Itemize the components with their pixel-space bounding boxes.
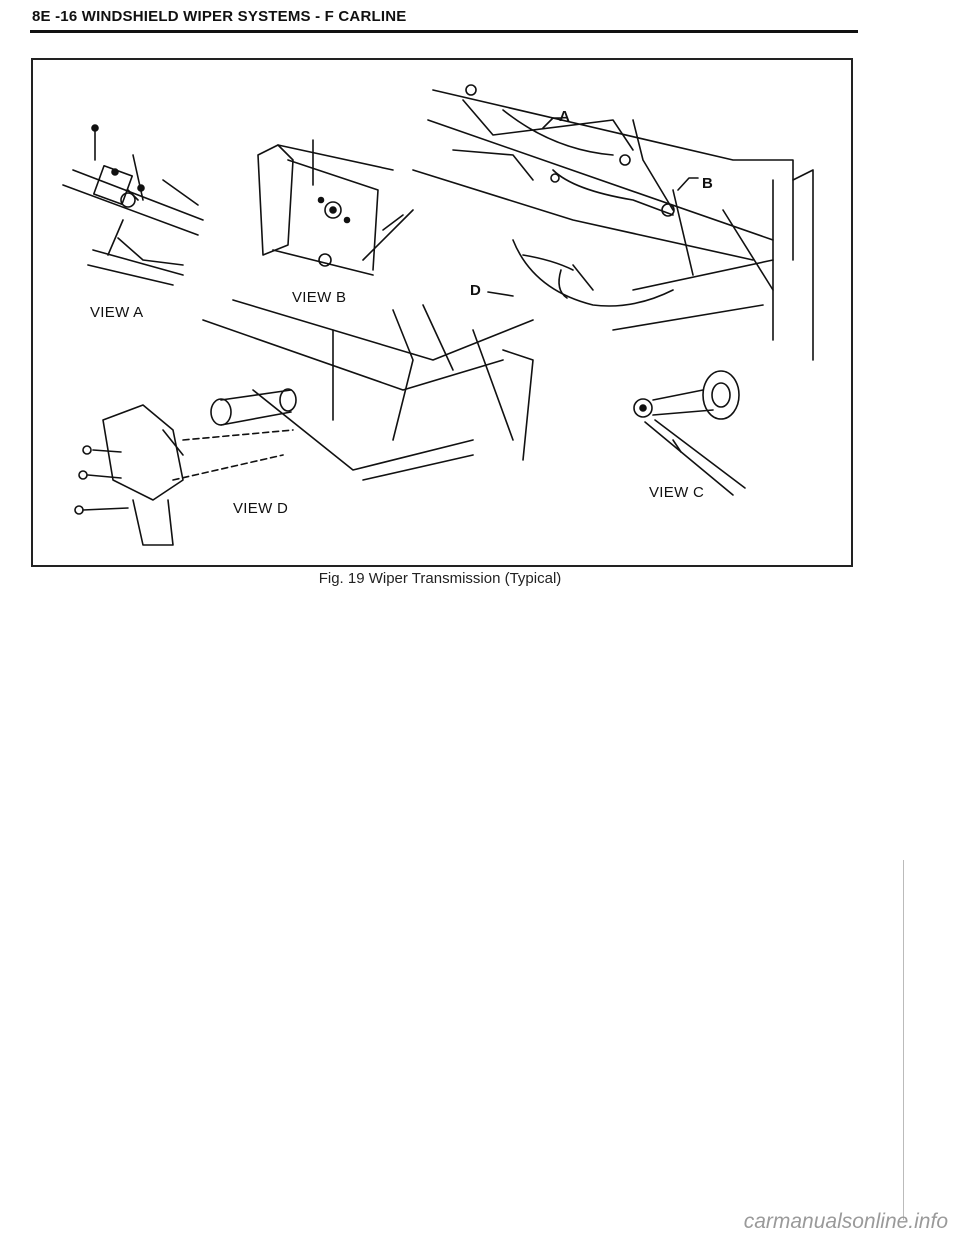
callout-b: B — [702, 175, 713, 192]
figure-caption: Fig. 19 Wiper Transmission (Typical) — [318, 570, 562, 587]
view-a-detail — [62, 124, 204, 286]
label-view-d: VIEW D — [233, 500, 289, 517]
label-view-a: VIEW A — [90, 304, 144, 321]
callout-d: D — [470, 282, 481, 299]
view-b-detail — [257, 139, 414, 276]
header-rule — [30, 30, 858, 33]
label-view-b: VIEW B — [292, 289, 347, 306]
watermark: carmanualsonline.info — [743, 1210, 948, 1233]
view-c-detail — [633, 370, 746, 496]
figure-frame: A B D VIEW A VIEW B VIEW C VIEW D — [31, 58, 853, 567]
main-vehicle-view — [412, 84, 814, 361]
callout-b-leader — [677, 177, 699, 191]
callout-d-leader — [487, 291, 514, 297]
view-d-detail — [74, 299, 534, 546]
wiper-transmission-illustration — [62, 84, 814, 546]
page-header-title: 8E -16 WINDSHIELD WIPER SYSTEMS - F CARL… — [32, 8, 407, 25]
callout-a-leader — [542, 117, 562, 129]
label-view-c: VIEW C — [649, 484, 705, 501]
callout-a: A — [559, 108, 570, 125]
margin-rule — [903, 860, 904, 1220]
